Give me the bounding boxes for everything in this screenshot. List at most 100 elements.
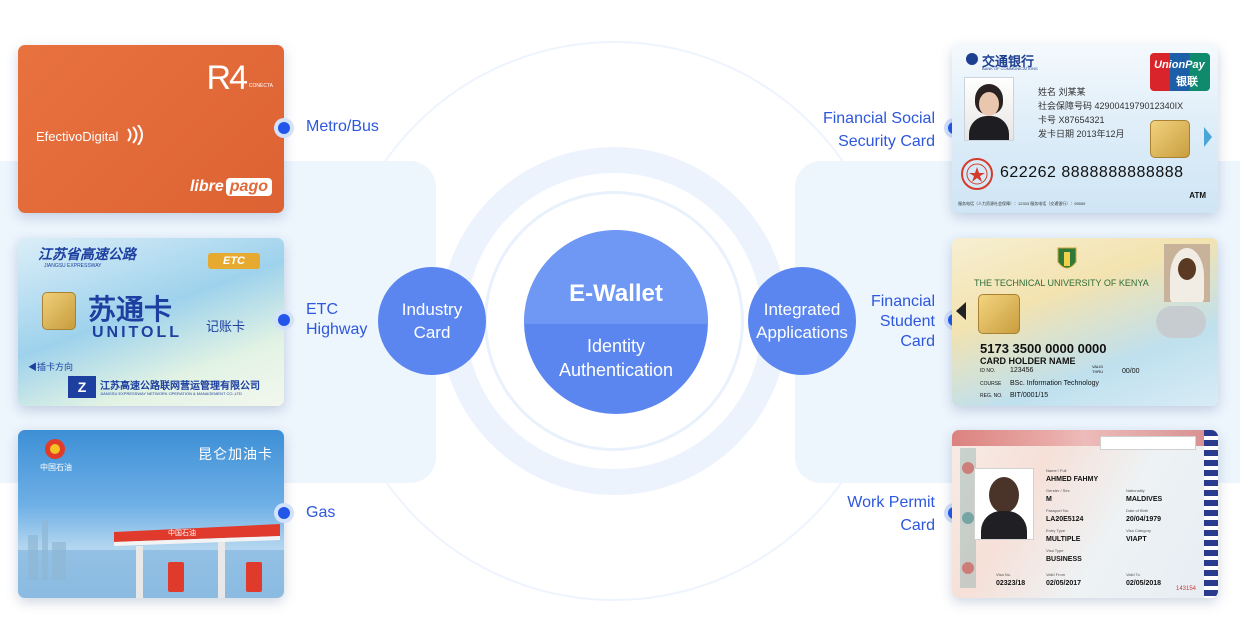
e-wallet-title-area: E-Wallet [524, 230, 708, 324]
librepago-logo: libre pago [190, 178, 272, 196]
insert-arrow-icon [1204, 127, 1212, 147]
entry-label: Entry Type [1046, 528, 1066, 533]
card-number: 5173 3500 0000 0000 [980, 341, 1107, 356]
industry-card-line1: Industry [401, 300, 463, 319]
valid-value: 00/00 [1122, 368, 1140, 375]
gas-card: 中国石油 昆仑加油卡 中国石油 [18, 430, 284, 598]
chip-icon [1150, 120, 1190, 158]
e-wallet-node: E-Wallet Identity Authentication [524, 230, 708, 414]
permit-ornament [960, 448, 976, 588]
social-security-card: 交通银行 BANK OF COMMUNICATIONS UnionPay 银联 … [952, 45, 1218, 213]
gender-label: Gender / Sex [1046, 488, 1070, 493]
gas-connector-dot [278, 507, 290, 519]
id-row: 社会保障号码 4290041979012340IX [1038, 101, 1184, 111]
integrated-applications-node: Integrated Applications [748, 267, 856, 375]
card-number: 622262 8888888888888 [1000, 164, 1184, 181]
name-value: AHMED FAHMY [1046, 476, 1099, 483]
etc-company: 江苏高速公路联网营运管理有限公司 [100, 381, 260, 392]
valid-label: VALID THRU [1092, 364, 1104, 374]
etc-badge: ETC [208, 253, 260, 269]
dob-label: Date of Birth [1126, 508, 1149, 513]
issue-date-row: 发卡日期 2013年12月 [1038, 129, 1125, 139]
identity-authentication-area: Identity Authentication [524, 324, 708, 414]
metro-bus-label-line1: Metro/Bus [306, 118, 379, 135]
visa-no-label: Visa No. [996, 572, 1012, 577]
industry-card-node: Industry Card [378, 267, 486, 375]
bank-name-en: BANK OF COMMUNICATIONS [982, 66, 1038, 71]
integrated-applications-line1: Integrated [763, 300, 841, 319]
etc-highway-connector-dot [278, 314, 290, 326]
government-seal-icon [961, 158, 993, 190]
chip-icon [42, 292, 76, 330]
identity-line: Identity [586, 336, 646, 356]
bank-logo-icon [966, 53, 978, 65]
contactless-icon [127, 125, 143, 145]
r4-logo-small: CONECTA [248, 83, 273, 89]
authentication-line: Authentication [558, 360, 674, 380]
chip-icon [978, 294, 1020, 334]
unionpay-cn: 银联 [1176, 76, 1198, 88]
gas-station-sign: 中国石油 [168, 528, 196, 537]
etc-highway-label: ETC Highway [306, 300, 367, 340]
etc-name-cn: 苏通卡 [88, 294, 173, 325]
unionpay-logo: UnionPay 银联 [1150, 53, 1210, 91]
atm-mark: ATM [1189, 191, 1206, 200]
etc-company-logo: Z [68, 376, 96, 398]
etc-company-en: JIANGSU EXPRESSWAY NETWORK OPERATION & M… [100, 391, 242, 396]
nationality-label: Nationality [1126, 488, 1145, 493]
entry-value: MULTIPLE [1046, 536, 1081, 543]
university-crest-icon [1057, 247, 1077, 269]
etc-name-en: UNITOLL [92, 324, 183, 341]
metro-bus-label: Metro/Bus [306, 117, 379, 137]
visa-type-label: Visa Type [1046, 548, 1064, 553]
work-permit-line2: Card [900, 517, 935, 534]
metro-bus-connector-dot [278, 122, 290, 134]
reg-value: BIT/0001/15 [1010, 392, 1049, 399]
passport-value: LA20E5124 [1046, 516, 1084, 523]
integrated-applications-line2: Applications [756, 323, 848, 342]
card-holder-name: CARD HOLDER NAME [980, 356, 1076, 366]
gas-brand: 中国石油 [40, 463, 72, 472]
librepago-libre: libre [189, 178, 224, 195]
etc-top-sub: JIANGSU EXPRESSWAY [44, 263, 102, 269]
etc-direction: ◀插卡方向 [28, 362, 74, 372]
work-permit-line1: Work Permit [847, 494, 935, 511]
e-wallet-title: E-Wallet [569, 280, 663, 307]
course-value: BSc. Information Technology [1010, 380, 1099, 387]
course-label: COURSE [980, 381, 1002, 387]
dob-value: 20/04/1979 [1126, 516, 1162, 523]
permit-serial: 143154 [1176, 586, 1197, 592]
holder-photo [964, 77, 1014, 141]
gas-title: 昆仑加油卡 [198, 446, 273, 462]
metro-bus-card: R4 CONECTA EfectivoDigital libre pago [18, 45, 284, 213]
etc-highway-card: 江苏省高速公路 JIANGSU EXPRESSWAY ETC 苏通卡 UNITO… [18, 238, 284, 406]
visa-type-value: BUSINESS [1046, 556, 1082, 563]
insert-arrow-icon [956, 302, 966, 320]
financial-student-line2: Student [879, 313, 935, 330]
etc-top-text: 江苏省高速公路 [38, 246, 136, 262]
valid-from-label: Valid From [1046, 572, 1066, 577]
gender-value: M [1046, 496, 1052, 503]
student-card: THE TECHNICAL UNIVERSITY OF KENYA 5173 3… [952, 238, 1218, 406]
permit-photo [974, 468, 1034, 540]
visa-no-value: 02323/18 [996, 580, 1026, 587]
name-label: Name / Full [1046, 468, 1067, 473]
reg-label: REG. NO. [980, 393, 1003, 399]
etc-highway-label-line1: ETC [306, 301, 338, 318]
contactless-mark [1156, 306, 1206, 338]
brand-name: EfectivoDigital [36, 129, 119, 144]
passport-label: Passport No. [1046, 508, 1070, 513]
bank-name: 交通银行 [982, 54, 1035, 69]
r4-logo: R4 [206, 59, 248, 97]
work-permit-card: Name / Full AHMED FAHMY Gender / Sex M N… [952, 430, 1218, 598]
id-value: 123456 [1010, 367, 1034, 374]
gas-station-illustration: 中国石油 [18, 520, 284, 598]
valid-from-value: 02/05/2017 [1046, 580, 1082, 587]
financial-social-security-line1: Financial Social [822, 110, 935, 127]
librepago-pago: pago [225, 178, 272, 196]
permit-side-pattern [1204, 430, 1218, 598]
financial-social-security-line2: Security Card [838, 133, 935, 150]
student-photo [1164, 244, 1210, 302]
etc-side-cn: 记账卡 [206, 319, 246, 334]
visa-category-value: VIAPT [1126, 536, 1147, 543]
